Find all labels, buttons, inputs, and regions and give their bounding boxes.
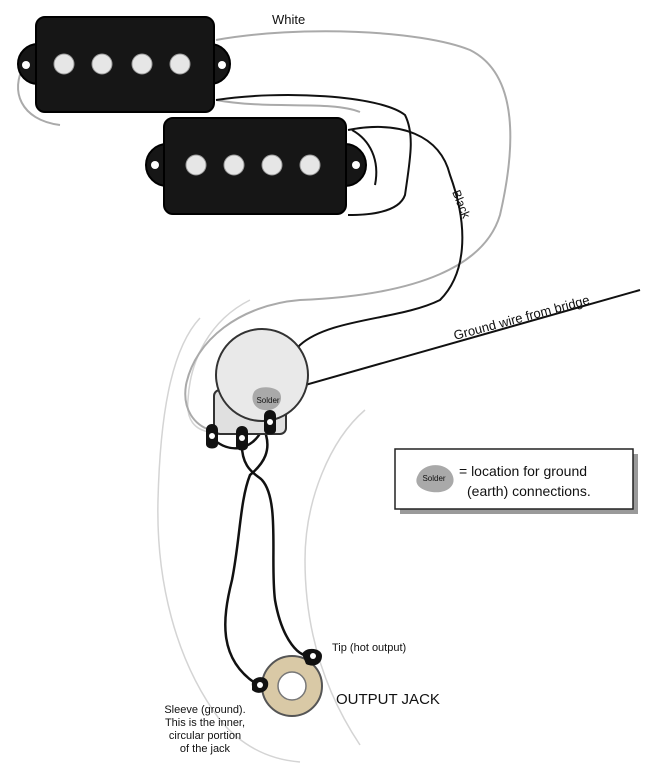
legend: Solder = location for ground (earth) con… — [394, 448, 638, 514]
body-outline — [157, 299, 366, 763]
ground-return-wire — [224, 424, 269, 687]
jack-sleeve-lug-hole — [257, 682, 263, 688]
sleeve-label-line: of the jack — [180, 743, 231, 755]
legend-solder-label: Solder — [422, 474, 445, 483]
pole-piece — [169, 53, 191, 75]
legend-solder-swatch — [416, 465, 454, 493]
pickup-top-screw-right — [218, 61, 226, 69]
pickup-bottom — [145, 117, 367, 215]
pot-to-jack-wires — [211, 424, 313, 687]
solder-spot-label: Solder — [256, 396, 279, 405]
pole-piece — [185, 154, 207, 176]
body-outline-inner — [187, 299, 251, 433]
jack-tip-lug-hole — [310, 653, 316, 659]
ground-wire — [269, 289, 641, 396]
output-jack — [251, 648, 323, 717]
body-outline-right — [304, 409, 366, 746]
pot-lug-hole — [239, 435, 245, 441]
sleeve-label: Sleeve (ground). This is the inner, circ… — [164, 704, 245, 755]
potentiometer: Solder — [206, 328, 309, 451]
black-wire-label: Black — [449, 188, 473, 221]
pot-body — [215, 328, 309, 422]
pickup-bottom-screw-left — [151, 161, 159, 169]
pole-piece — [53, 53, 75, 75]
pole-piece — [223, 154, 245, 176]
output-jack-label: OUTPUT JACK — [336, 691, 440, 708]
legend-text-line1: = location for ground — [459, 463, 587, 479]
ground-wire-label: Ground wire from bridge — [452, 292, 591, 343]
solder-spot — [252, 387, 282, 411]
tip-label: Tip (hot output) — [332, 642, 406, 654]
pickup-top — [17, 16, 231, 113]
pickup-bottom-screw-right — [352, 161, 360, 169]
white-wire-label: White — [272, 12, 305, 27]
sleeve-label-line: Sleeve (ground). — [164, 704, 245, 716]
sleeve-label-line: This is the inner, — [165, 717, 245, 729]
jack-hole — [277, 671, 307, 701]
pickup-top-screw-left — [22, 61, 30, 69]
pot-lugs — [206, 410, 276, 451]
pole-piece — [299, 154, 321, 176]
pole-piece — [131, 53, 153, 75]
pole-piece — [261, 154, 283, 176]
body-outline-left — [157, 317, 301, 763]
pot-lug-hole — [267, 419, 273, 425]
legend-text-line2: (earth) connections. — [467, 483, 591, 499]
sleeve-label-line: circular portion — [169, 730, 241, 742]
pickup-bottom-body — [163, 117, 347, 215]
pole-piece — [91, 53, 113, 75]
pickup-top-body — [35, 16, 215, 113]
pot-lug-hole — [209, 433, 215, 439]
